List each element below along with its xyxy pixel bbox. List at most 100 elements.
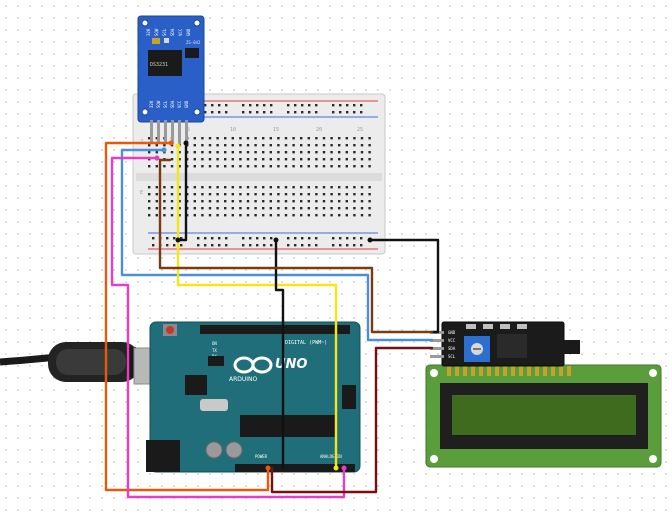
breadboard-hole: [231, 200, 234, 203]
breadboard-hole: [163, 200, 166, 203]
breadboard-hole: [231, 207, 234, 210]
breadboard-hole: [242, 237, 245, 240]
breadboard-hole: [224, 207, 227, 210]
breadboard-hole: [368, 137, 371, 140]
breadboard-hole: [322, 144, 326, 147]
breadboard-hole: [170, 158, 174, 161]
rtc-module: DS3231 ZS-042 32K SQW SCL SDA VCC GND 32…: [137, 15, 205, 144]
breadboard-hole: [338, 186, 341, 189]
breadboard-hole: [284, 186, 288, 189]
breadboard-hole: [216, 144, 219, 147]
breadboard-hole: [308, 237, 311, 240]
breadboard-hole: [239, 144, 242, 147]
breadboard-hole: [224, 144, 227, 147]
breadboard-hole: [208, 137, 212, 140]
breadboard-hole: [225, 244, 228, 247]
breadboard-hole: [301, 237, 304, 240]
breadboard-hole: [270, 237, 273, 240]
breadboard-hole: [315, 200, 318, 203]
breadboard-hole: [155, 151, 158, 154]
rtc-pin-label: SQW: [156, 100, 161, 108]
breadboard-hole: [256, 104, 259, 107]
breadboard-hole: [201, 193, 204, 196]
breadboard-hole: [294, 237, 297, 240]
breadboard-hole: [254, 207, 257, 210]
breadboard-hole: [204, 244, 207, 247]
breadboard-hole: [360, 244, 363, 247]
power-jack: [146, 440, 180, 472]
wires: [104, 141, 440, 499]
breadboard-hole: [148, 144, 151, 147]
breadboard-hole: [256, 111, 259, 114]
wire-yellow: [176, 144, 338, 470]
breadboard-hole: [300, 200, 303, 203]
breadboard-hole: [345, 137, 348, 140]
breadboard-hole: [201, 186, 204, 189]
row-letter: E: [140, 190, 143, 196]
breadboard-hole: [360, 104, 363, 107]
breadboard-hole: [284, 158, 288, 161]
breadboard-hole: [216, 207, 219, 210]
breadboard-hole: [262, 165, 265, 168]
breadboard-hole: [269, 151, 272, 154]
breadboard-hole: [254, 214, 257, 217]
breadboard-hole: [170, 165, 174, 168]
breadboard-hole: [287, 111, 290, 114]
wire-black-rtc-gnd: [176, 141, 188, 242]
breadboard-hole: [360, 151, 364, 154]
breadboard-hole: [360, 137, 364, 140]
breadboard-hole: [292, 207, 295, 210]
breadboard-hole: [360, 165, 364, 168]
breadboard-hole: [173, 244, 176, 247]
breadboard-hole: [330, 137, 333, 140]
breadboard-hole: [330, 151, 333, 154]
breadboard-hole: [284, 207, 288, 210]
breadboard-hole: [345, 144, 348, 147]
breadboard-hole: [292, 200, 295, 203]
breadboard-hole: [201, 151, 204, 154]
breadboard-hole: [246, 186, 250, 189]
breadboard-hole: [332, 237, 335, 240]
rtc-chip-label: DS3231: [150, 62, 168, 68]
power-label: POWER: [255, 454, 268, 459]
breadboard-hole: [193, 144, 196, 147]
breadboard-hole: [353, 214, 356, 217]
breadboard-hole: [254, 144, 257, 147]
breadboard-hole: [330, 207, 333, 210]
breadboard-hole: [292, 186, 295, 189]
breadboard-hole: [239, 151, 242, 154]
breadboard-hole: [345, 193, 348, 196]
breadboard-hole: [170, 200, 174, 203]
breadboard-hole: [360, 200, 364, 203]
breadboard-hole: [155, 144, 158, 147]
breadboard-hole: [315, 207, 318, 210]
wire-pink: [110, 156, 346, 499]
breadboard-hole: [353, 186, 356, 189]
breadboard-hole: [178, 165, 181, 168]
usb-cable: [0, 342, 171, 385]
breadboard-hole: [360, 158, 364, 161]
breadboard-hole: [294, 111, 297, 114]
breadboard-hole: [338, 158, 341, 161]
breadboard-hole: [246, 193, 250, 196]
breadboard-hole: [353, 165, 356, 168]
breadboard-hole: [208, 186, 212, 189]
breadboard-hole: [224, 193, 227, 196]
breadboard-hole: [338, 200, 341, 203]
breadboard-hole: [155, 200, 158, 203]
breadboard-hole: [277, 158, 280, 161]
breadboard-hole: [225, 104, 228, 107]
breadboard-hole: [208, 207, 212, 210]
breadboard-hole: [330, 193, 333, 196]
breadboard-hole: [360, 186, 364, 189]
breadboard-hole: [211, 104, 214, 107]
lcd-pins: [447, 366, 571, 376]
breadboard-hole: [353, 104, 356, 107]
breadboard-hole: [338, 207, 341, 210]
breadboard-hole: [262, 158, 265, 161]
breadboard-hole: [254, 200, 257, 203]
breadboard-hole: [193, 207, 196, 210]
breadboard-hole: [163, 193, 166, 196]
breadboard-hole: [224, 158, 227, 161]
breadboard-hole: [330, 186, 333, 189]
